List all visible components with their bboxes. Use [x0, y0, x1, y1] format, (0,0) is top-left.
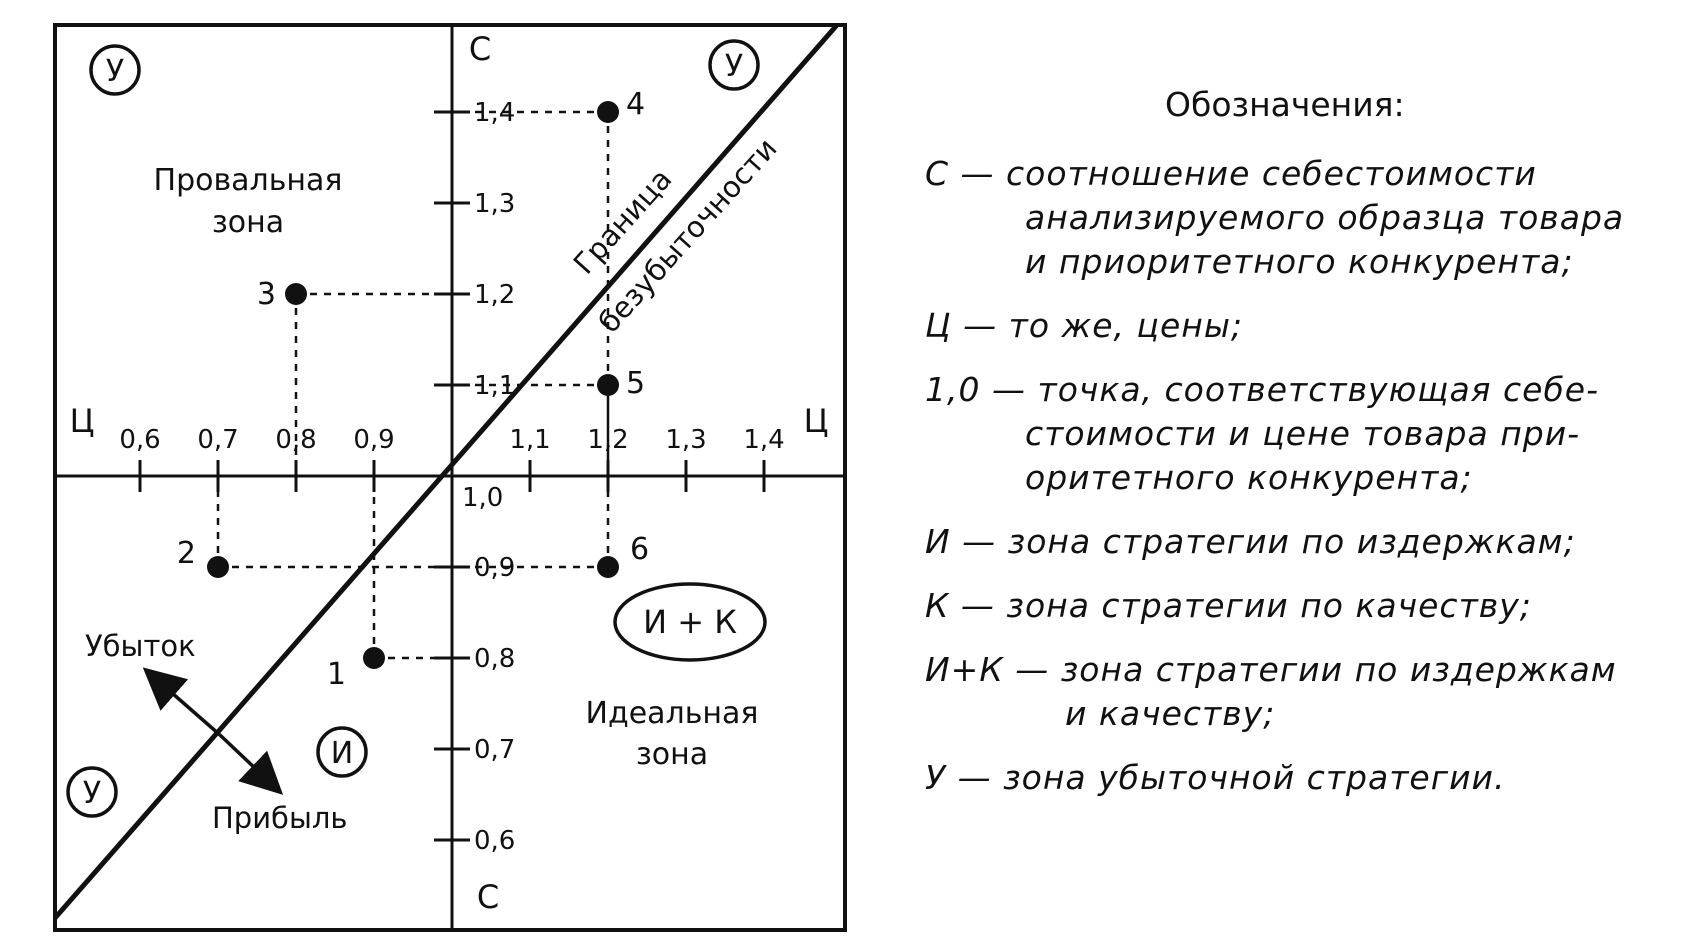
zone-i: И: [316, 726, 368, 778]
strategy-diagram: 1 2 3 4 5 6 С С Ц Ц 1,0 0,6 0,7 0,8 0,9 1,1 1,2 1,3…: [53, 23, 847, 932]
legend-title: Обозначения:: [1165, 85, 1405, 124]
y-tick-label: 0,6: [474, 826, 515, 856]
y-tick-label: 1,1: [474, 371, 515, 401]
y-tick-label: 0,7: [474, 735, 515, 765]
legend-item-first-line: С — соотношение себестоимости: [925, 152, 1665, 196]
x-tick-label: 0,8: [275, 425, 316, 455]
zone-u-top-left: У: [89, 44, 141, 96]
y-tick-label: 1,2: [474, 280, 515, 310]
legend-description: зона стратегии по издержкам: [1049, 650, 1617, 689]
legend-item: Ц — то же, цены;: [925, 304, 1665, 348]
point-1: [363, 647, 385, 669]
legend-item: К — зона стратегии по качеству;: [925, 584, 1665, 628]
legend-description-continued: анализируемого образца товара: [1025, 198, 1625, 237]
legend-description-continued: и качеству;: [1065, 694, 1276, 733]
y-tick-label: 1,3: [474, 189, 515, 219]
x-tick-label: 0,7: [197, 425, 238, 455]
legend-description: соотношение себестоимости: [994, 154, 1537, 193]
axis-c-bottom-label: С: [477, 878, 499, 916]
legend-symbol: 1,0 —: [925, 370, 1026, 409]
point-4: [597, 101, 619, 123]
legend-description: зона убыточной стратегии.: [991, 758, 1506, 797]
legend-item-first-line: Ц — то же, цены;: [925, 304, 1665, 348]
point-2: [207, 556, 229, 578]
x-tick-label: 0,9: [353, 425, 394, 455]
point-label: 4: [626, 87, 645, 122]
legend-symbol: С —: [925, 154, 995, 193]
zone-u-top-right: У: [708, 39, 760, 91]
point-6: [597, 556, 619, 578]
legend-description: зона стратегии по издержкам;: [996, 522, 1576, 561]
legend-item-first-line: И — зона стратегии по издержкам;: [925, 520, 1665, 564]
zone-ik: И + К: [613, 582, 767, 662]
legend-item-first-line: И+К — зона стратегии по издержкам: [925, 648, 1665, 692]
axis-c-top-label: С: [469, 30, 491, 68]
legend-item: У — зона убыточной стратегии.: [925, 756, 1665, 800]
legend-symbol: У —: [925, 758, 992, 797]
zone-ik-label: И + К: [643, 603, 737, 641]
data-points: 1 2 3 4 5 6: [177, 87, 649, 692]
legend-description-continued: стоимости и цене товара при-: [1025, 414, 1581, 453]
legend-description-continued: оритетного конкурента;: [1025, 458, 1473, 497]
zone-i-label: И: [331, 736, 353, 771]
loss-arrow: [142, 667, 222, 737]
legend: Обозначения: С — соотношение себестоимос…: [925, 85, 1665, 820]
legend-item-first-line: У — зона убыточной стратегии.: [925, 756, 1665, 800]
profit-label: Прибыль: [212, 801, 347, 835]
point-label: 1: [327, 657, 346, 692]
point-label: 3: [257, 277, 276, 312]
legend-item: 1,0 — точка, соответствующая себе-стоимо…: [925, 368, 1665, 500]
ideal-zone-line1: Идеальная: [586, 696, 759, 731]
point-label: 5: [626, 366, 645, 401]
x-tick-label: 0,6: [119, 425, 160, 455]
axis-p-left-label: Ц: [70, 402, 95, 440]
legend-description: точка, соответствующая себе-: [1025, 370, 1600, 409]
legend-item-first-line: 1,0 — точка, соответствующая себе-: [925, 368, 1665, 412]
zone-u-label: У: [83, 776, 101, 811]
guide-lines: [216, 110, 610, 660]
zone-u-bottom-left: У: [66, 766, 118, 818]
fail-zone-line1: Провальная: [154, 163, 343, 198]
legend-item: И — зона стратегии по издержкам;: [925, 520, 1665, 564]
x-tick-label: 1,1: [509, 425, 550, 455]
break-even-line: [53, 23, 839, 920]
legend-description: то же, цены;: [997, 306, 1244, 345]
y-tick-label: 0,8: [474, 644, 515, 674]
legend-symbol: К —: [925, 586, 995, 625]
zone-u-label: У: [725, 49, 743, 84]
loss-label: Убыток: [85, 629, 196, 663]
profit-arrow: [218, 733, 284, 795]
origin-label: 1,0: [462, 483, 503, 513]
legend-description: зона стратегии по качеству;: [994, 586, 1532, 625]
zone-u-label: У: [106, 54, 124, 89]
tick-labels: 0,6 0,7 0,8 0,9 1,1 1,2 1,3 1,4 1,4 1,3 1,2 1,1 0,9 0…: [119, 98, 784, 856]
point-label: 6: [630, 532, 649, 567]
ideal-zone-line2: зона: [636, 737, 708, 772]
y-tick-label: 1,4: [474, 98, 515, 128]
axis-p-right-label: Ц: [804, 402, 829, 440]
point-3: [285, 283, 307, 305]
fail-zone-line2: зона: [212, 205, 284, 240]
x-tick-label: 1,2: [587, 425, 628, 455]
legend-symbol: И —: [925, 522, 997, 561]
legend-item-first-line: К — зона стратегии по качеству;: [925, 584, 1665, 628]
point-5: [597, 374, 619, 396]
legend-description-continued: и приоритетного конкурента;: [1025, 242, 1574, 281]
point-label: 2: [177, 536, 196, 571]
x-tick-label: 1,4: [743, 425, 784, 455]
legend-symbol: Ц —: [925, 306, 998, 345]
y-tick-label: 0,9: [474, 553, 515, 583]
x-tick-label: 1,3: [665, 425, 706, 455]
legend-symbol: И+К —: [925, 650, 1050, 689]
